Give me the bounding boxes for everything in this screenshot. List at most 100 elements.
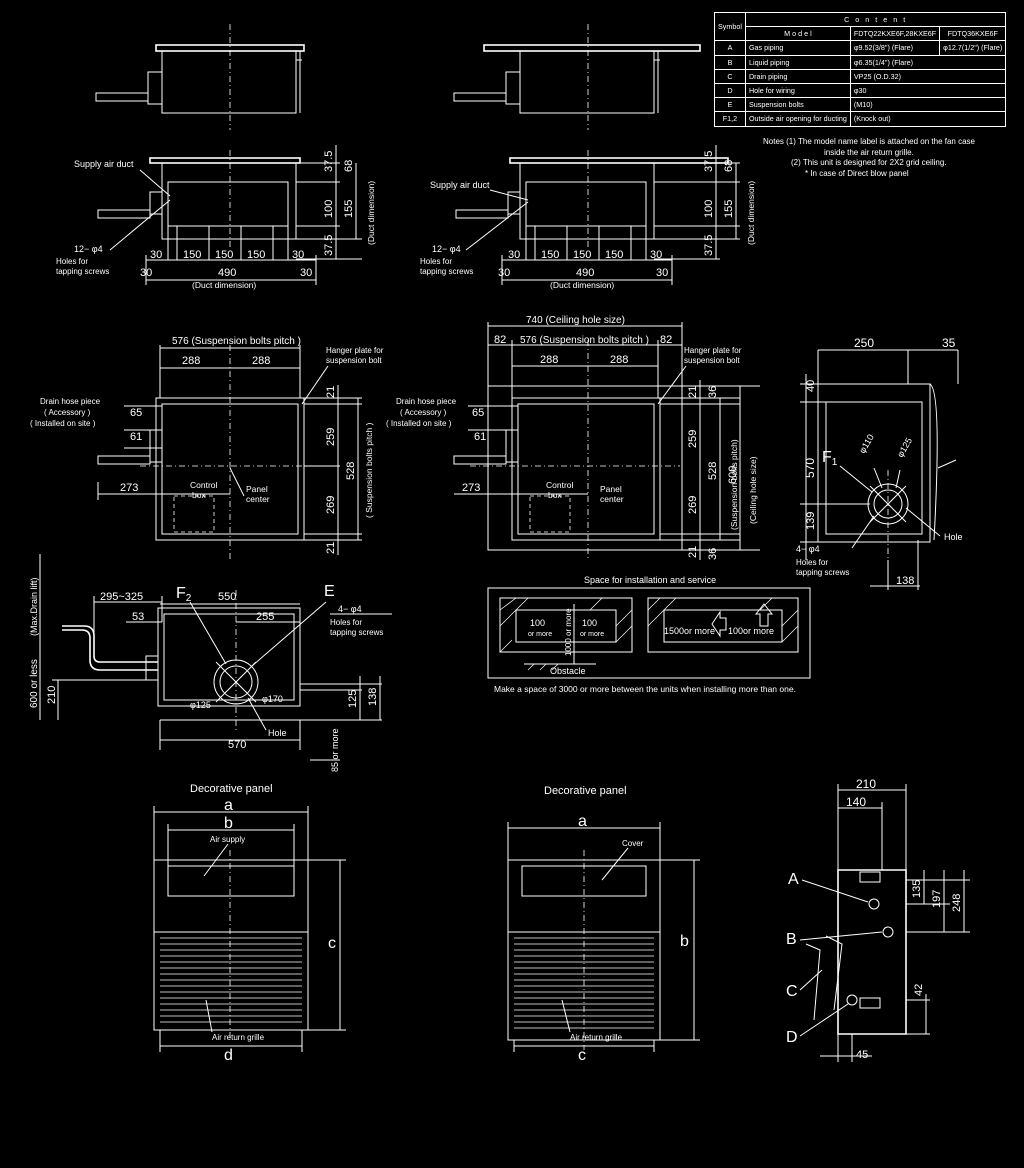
holes-label: Holes for [796, 558, 828, 567]
plan-view-left: 576 (Suspension bolts pitch ) 288 288 Ha… [30, 336, 384, 560]
pitch-v-label: (Suspension bolts pitch) [729, 439, 739, 530]
dim-label: 140 [846, 795, 866, 809]
table-row: F1,2 Outside air opening for ducting (Kn… [714, 111, 1007, 127]
air-return-label: Air return grille [570, 1033, 623, 1042]
spec-table: Symbol C o n t e n t M o d e l FDTQ22KXE… [714, 11, 1007, 127]
decorative-panel-right: Decorative panel a Cover [507, 785, 700, 1064]
holes-label: Holes for [420, 257, 452, 266]
dim-label: 30 [150, 249, 162, 261]
holes-count-label: 12− φ4 [432, 244, 461, 254]
drain-label: ( Installed on site ) [30, 419, 96, 428]
service-space-title: Space for installation and service [584, 575, 716, 585]
dim-label: 269 [325, 496, 337, 514]
table-cell: (Knock out) [849, 111, 1007, 127]
holes-count-label: 12− φ4 [74, 244, 103, 254]
dim-label: 30 [498, 267, 510, 279]
table-row: D Hole for wiring φ30 [714, 82, 1007, 99]
dim-label: 139 [805, 512, 817, 530]
dim-label: 42 [913, 984, 925, 996]
dim-label: 30 [300, 267, 312, 279]
dim-label: 150 [541, 249, 559, 261]
table-row: E Suspension bolts (M10) [714, 97, 1007, 113]
control-box-label: box [192, 490, 206, 500]
dim-label: φ125 [190, 700, 211, 710]
dim-label: φ125 [895, 436, 914, 459]
duct-dimension-label: (Duct dimension) [192, 280, 256, 290]
drain-label: ( Accessory ) [400, 408, 447, 417]
dim-label: 255 [256, 611, 274, 623]
ceiling-hole-label: 740 (Ceiling hole size) [526, 315, 625, 326]
dim-label: 490 [218, 267, 236, 279]
dim-label: 600 [727, 466, 739, 484]
dim-label: 36 [707, 548, 719, 560]
dim-label: 269 [687, 496, 699, 514]
cover-label: Cover [622, 839, 644, 848]
supply-air-duct-label: Supply air duct [430, 180, 490, 190]
dim-label: 250 [854, 336, 874, 350]
pitch-label: 576 (Suspension bolts pitch ) [172, 336, 301, 347]
holes-label: Holes for [56, 257, 88, 266]
hanger-label: suspension bolt [326, 356, 382, 365]
holes-count-label: 4− φ4 [796, 544, 820, 554]
dim-label: 85 or more [330, 728, 340, 772]
dim-label: 125 [347, 690, 359, 708]
control-box-label: Control [190, 480, 218, 490]
symbol-header: Symbol [714, 11, 746, 42]
dim-label: 36 [707, 386, 719, 398]
dim-label: 138 [367, 688, 379, 706]
holes-count-label: 4− φ4 [338, 604, 362, 614]
dim-label: 100 [530, 618, 545, 628]
dim-a-label: a [578, 813, 587, 830]
dim-label: 1000 or more [564, 608, 573, 656]
dim-label: 490 [576, 267, 594, 279]
dim-label: 273 [120, 482, 138, 494]
service-space: Space for installation and service 100 o… [487, 575, 811, 694]
dim-label: 68 [723, 160, 735, 172]
dim-label: 135 [911, 880, 923, 898]
dim-label: 100 [582, 618, 597, 628]
dim-label: 288 [182, 355, 200, 367]
label-a: A [788, 871, 799, 888]
elevation-right [453, 24, 701, 130]
note-line: * In case of Direct blow panel [805, 168, 909, 178]
dim-label: 30 [292, 249, 304, 261]
table-row: C Drain piping VP25 (O.D.32) [714, 68, 1007, 84]
notes: Notes (1) The model name label is attach… [763, 137, 1013, 179]
f1-label: F1 [822, 449, 838, 468]
dim-b-label: b [680, 933, 689, 950]
dim-label: 35 [942, 336, 956, 350]
dim-label: 150 [573, 249, 591, 261]
dim-label: 138 [896, 575, 914, 587]
dim-label: φ110 [857, 433, 876, 455]
panel-center-label: center [246, 494, 270, 504]
dim-label: 61 [130, 431, 142, 443]
hole-label: Hole [268, 728, 287, 738]
duct-view-left: 30 150 150 150 30 30 490 30 (Duct dimens… [56, 145, 376, 290]
air-supply-label: Air supply [210, 835, 245, 844]
dim-d-label: d [224, 1047, 233, 1064]
dim-label: 155 [343, 200, 355, 218]
dim-label: 288 [540, 354, 558, 366]
dim-label: 570 [803, 458, 817, 478]
duct-dimension-label: (Duct dimension) [746, 181, 756, 245]
grille-lines [160, 937, 302, 1023]
elevation-left [95, 24, 305, 130]
dim-label: 40 [805, 380, 817, 392]
dim-label: 150 [215, 249, 233, 261]
note-line: inside the air return grille. [824, 147, 914, 157]
table-row: Symbol C o n t e n t [714, 11, 1007, 42]
dim-label: 21 [687, 386, 699, 398]
hole-label: Hole [944, 532, 963, 542]
duct-view-right: 30 150 150 150 30 30 490 30 (Duct dimens… [420, 145, 756, 290]
duct-dimension-label: (Duct dimension) [366, 181, 376, 245]
label-b: B [786, 931, 797, 948]
table-row: M o d e l FDTQ22KXE6F,28KXE6F FDTQ36KXE6… [715, 26, 1007, 42]
dim-label: 1500or more [664, 626, 715, 636]
hanger-label: Hanger plate for [684, 346, 742, 355]
pitch-v-label: ( Suspension bolts pitch ) [364, 422, 374, 518]
dim-label: 30 [656, 267, 668, 279]
service-footer: Make a space of 3000 or more between the… [494, 684, 796, 694]
dim-label: 65 [130, 407, 142, 419]
holes-label: tapping screws [420, 267, 473, 276]
